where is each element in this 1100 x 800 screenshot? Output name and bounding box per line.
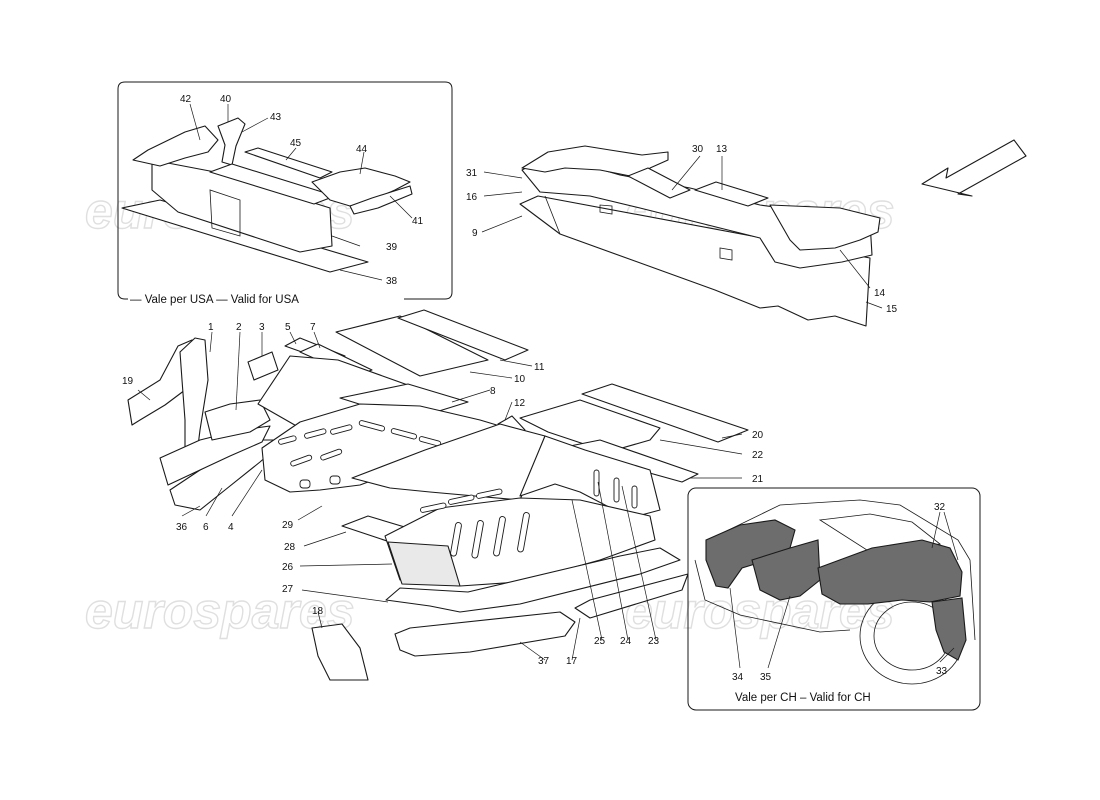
- callout-9: 9: [472, 228, 478, 239]
- callout-25: 25: [594, 636, 606, 647]
- part-32-panel: [817, 539, 963, 605]
- part-rear-floor: [519, 435, 661, 519]
- callout-41: 41: [412, 216, 424, 227]
- callout-2: 2: [236, 322, 242, 333]
- part-rear-floor-slots: [593, 469, 638, 509]
- callout-30: 30: [692, 144, 704, 155]
- ch-inset-caption: Vale per CH – Valid for CH: [735, 692, 871, 704]
- callout-18: 18: [312, 606, 324, 617]
- callout-36: 36: [176, 522, 188, 533]
- car-rear-roof: [707, 499, 976, 641]
- callout-45: 45: [290, 138, 302, 149]
- usa-inset-caption: — Vale per USA — Valid for USA: [130, 294, 299, 306]
- callout-29: 29: [282, 520, 294, 531]
- part-26-slots: [420, 488, 530, 559]
- callout-8: 8: [490, 386, 496, 397]
- part-2-bulkhead: [204, 399, 271, 441]
- callout-32: 32: [934, 502, 946, 513]
- part-20-pad: [581, 383, 749, 443]
- callout-13: 13: [716, 144, 728, 155]
- callout-21: 21: [752, 474, 764, 485]
- part-27-strip: [385, 547, 681, 613]
- part-38-strip: [121, 199, 369, 273]
- ch-inset: Vale per CH – Valid for CH: [687, 487, 981, 711]
- part-31-top-panel: [521, 145, 669, 179]
- car-rear-window: [818, 513, 942, 553]
- front-bulkhead-assembly: [519, 145, 881, 327]
- direction-arrow-icon: [921, 139, 1027, 197]
- callout-20: 20: [752, 430, 764, 441]
- main-floor-assembly: [127, 309, 749, 681]
- part-40-tunnel: [217, 117, 246, 166]
- callout-35: 35: [760, 672, 772, 683]
- callout-40: 40: [220, 94, 232, 105]
- callout-42: 42: [180, 94, 192, 105]
- callout-24: 24: [620, 636, 632, 647]
- callout-19: 19: [122, 376, 134, 387]
- part-10-panel: [335, 315, 489, 377]
- callout-7: 7: [310, 322, 316, 333]
- part-3-small-pad: [247, 351, 279, 381]
- callout-37: 37: [538, 656, 550, 667]
- callout-1: 1: [208, 322, 214, 333]
- callout-38: 38: [386, 276, 398, 287]
- part-13-pad: [694, 181, 769, 207]
- part-37-strip: [394, 611, 576, 657]
- callout-34: 34: [732, 672, 744, 683]
- callout-43: 43: [270, 112, 282, 123]
- callout-14: 14: [874, 288, 886, 299]
- callout-23: 23: [648, 636, 660, 647]
- callout-3: 3: [259, 322, 265, 333]
- callout-5: 5: [285, 322, 291, 333]
- usa-inset: — Vale per USA — Valid for USA: [117, 81, 453, 306]
- watermark-bottom-left: eurospares: [85, 583, 355, 639]
- callout-28: 28: [284, 542, 296, 553]
- callout-4: 4: [228, 522, 234, 533]
- callout-10: 10: [514, 374, 526, 385]
- callout-15: 15: [886, 304, 898, 315]
- callout-26: 26: [282, 562, 294, 573]
- callout-17: 17: [566, 656, 578, 667]
- part-41-edge: [349, 185, 413, 215]
- part-11-panel: [397, 309, 529, 361]
- callout-31: 31: [466, 168, 478, 179]
- car-rear-bumper: [694, 559, 851, 633]
- part-4-slots: [278, 420, 442, 489]
- callout-16: 16: [466, 192, 478, 203]
- leader-lines: [137, 103, 959, 669]
- part-26-insert: [387, 541, 461, 587]
- callout-11: 11: [534, 362, 545, 373]
- part-30-pad: [627, 167, 691, 199]
- callout-6: 6: [203, 522, 209, 533]
- callout-12: 12: [514, 398, 526, 409]
- part-14-right-panel: [769, 204, 881, 251]
- ch-inset-frame: [687, 487, 981, 711]
- part-35-panel: [751, 539, 821, 601]
- callout-44: 44: [356, 144, 368, 155]
- callout-labels: 42 40 43 45 44 41 39 38 31 16 9 30 13 14…: [122, 94, 948, 683]
- part-22-panel: [519, 399, 661, 453]
- callout-27: 27: [282, 584, 294, 595]
- callout-33: 33: [936, 666, 948, 677]
- part-42-bracket: [132, 125, 219, 167]
- callout-39: 39: [386, 242, 398, 253]
- part-45-pad: [244, 147, 333, 179]
- part-17-strip: [574, 573, 689, 619]
- part-44-wing: [311, 167, 411, 207]
- part-18-plate: [311, 623, 369, 681]
- part-33-panel: [931, 597, 967, 661]
- callout-22: 22: [752, 450, 764, 461]
